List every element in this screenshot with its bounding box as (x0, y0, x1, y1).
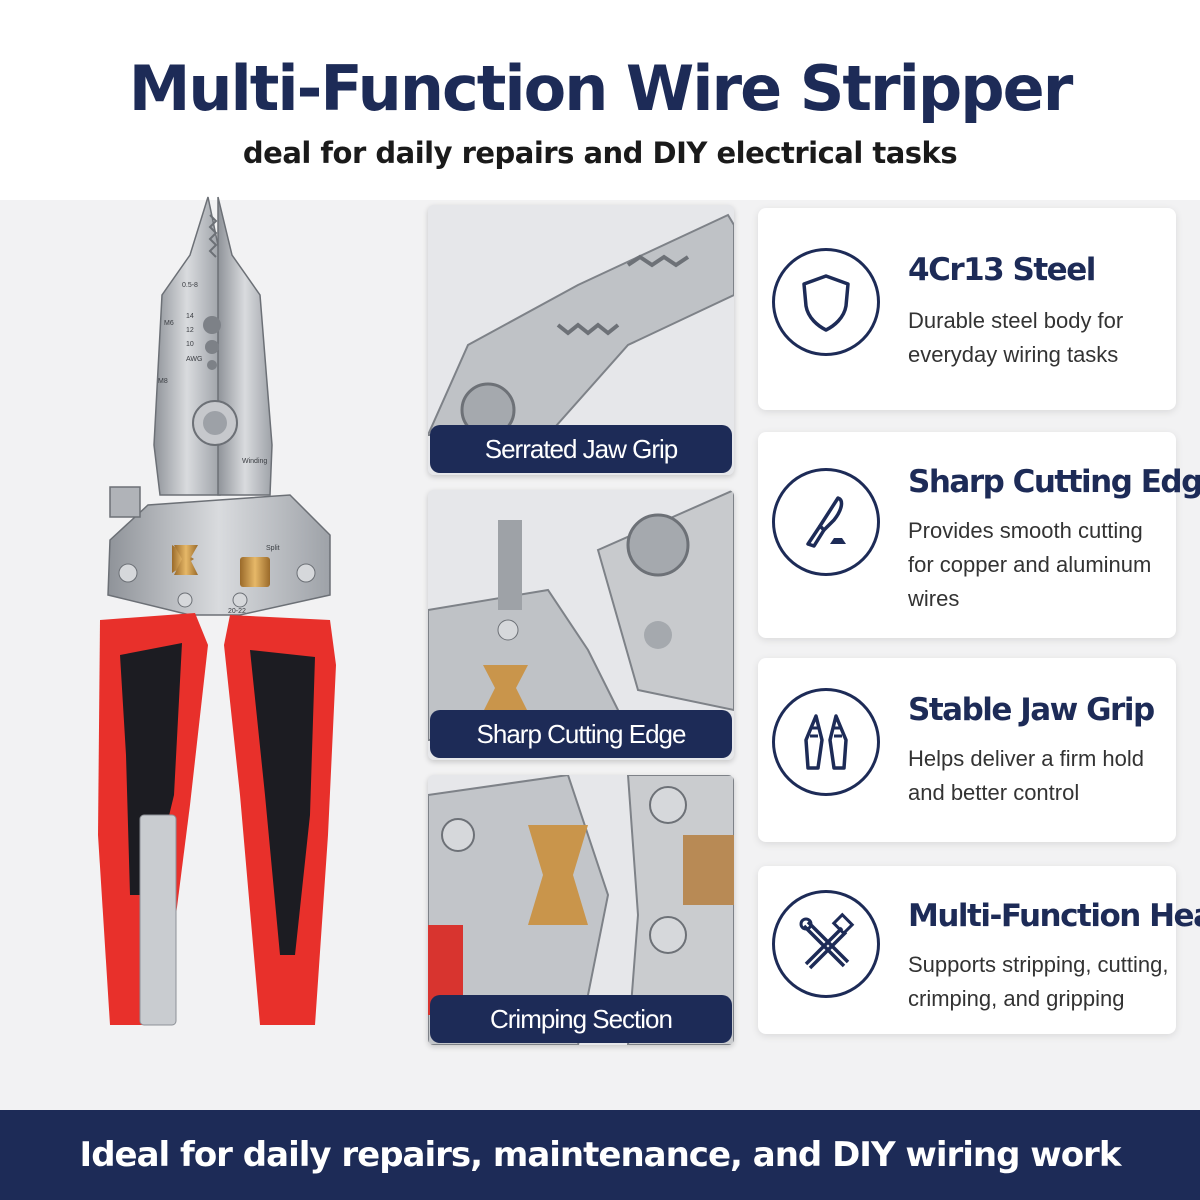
detail-photo-serrated-jaw: Serrated Jaw Grip (428, 205, 734, 475)
feature-description: Durable steel body for everyday wiring t… (908, 308, 1124, 367)
jaw-marking: AWG (186, 356, 202, 363)
feature-description: Helps deliver a firm hold and better con… (908, 746, 1144, 805)
feature-title: Multi-Function Head (908, 898, 1200, 934)
jaw-marking: 10 (186, 341, 194, 348)
knife-icon (772, 468, 880, 576)
feature-description: Supports stripping, cutting, crimping, a… (908, 952, 1169, 1011)
feature-title: Stable Jaw Grip (908, 692, 1155, 728)
bottom-banner: Ideal for daily repairs, maintenance, an… (0, 1110, 1200, 1200)
jaw-marking: 12 (186, 327, 194, 334)
jaw-marking: Split (266, 545, 280, 552)
crossed-tools-icon (772, 890, 880, 998)
feature-title: Sharp Cutting Edge (908, 464, 1200, 500)
feature-card-multifunction: Multi-Function Head Supports stripping, … (758, 866, 1200, 1034)
shield-icon (772, 248, 880, 356)
jaw-marking: 20-22 (228, 608, 246, 615)
jaw-marking: M8 (158, 378, 168, 385)
jaw-marking: 0.5-8 (182, 282, 198, 289)
feature-card-grip: Stable Jaw Grip Helps deliver a firm hol… (758, 658, 1176, 842)
photo-caption: Sharp Cutting Edge (430, 710, 732, 758)
header-background (0, 0, 1200, 200)
page-subtitle: deal for daily repairs and DIY electrica… (242, 136, 958, 170)
jaw-marking: 14 (186, 313, 194, 320)
feature-card-steel: 4Cr13 Steel Durable steel body for every… (758, 208, 1176, 410)
photo-caption: Serrated Jaw Grip (430, 425, 732, 473)
feature-card-cutting: Sharp Cutting Edge Provides smooth cutti… (758, 432, 1200, 638)
feature-title: 4Cr13 Steel (908, 252, 1096, 288)
detail-photo-crimping: Crimping Section (428, 775, 734, 1045)
detail-photo-cutting-edge: Sharp Cutting Edge (428, 490, 734, 760)
jaw-marking: M6 (164, 320, 174, 327)
photo-caption: Crimping Section (430, 995, 732, 1043)
page-title: Multi-Function Wire Stripper (128, 52, 1074, 125)
feature-description: Provides smooth cutting for copper and a… (908, 518, 1152, 611)
jaw-grip-icon (772, 688, 880, 796)
jaw-marking: Winding (242, 458, 267, 465)
